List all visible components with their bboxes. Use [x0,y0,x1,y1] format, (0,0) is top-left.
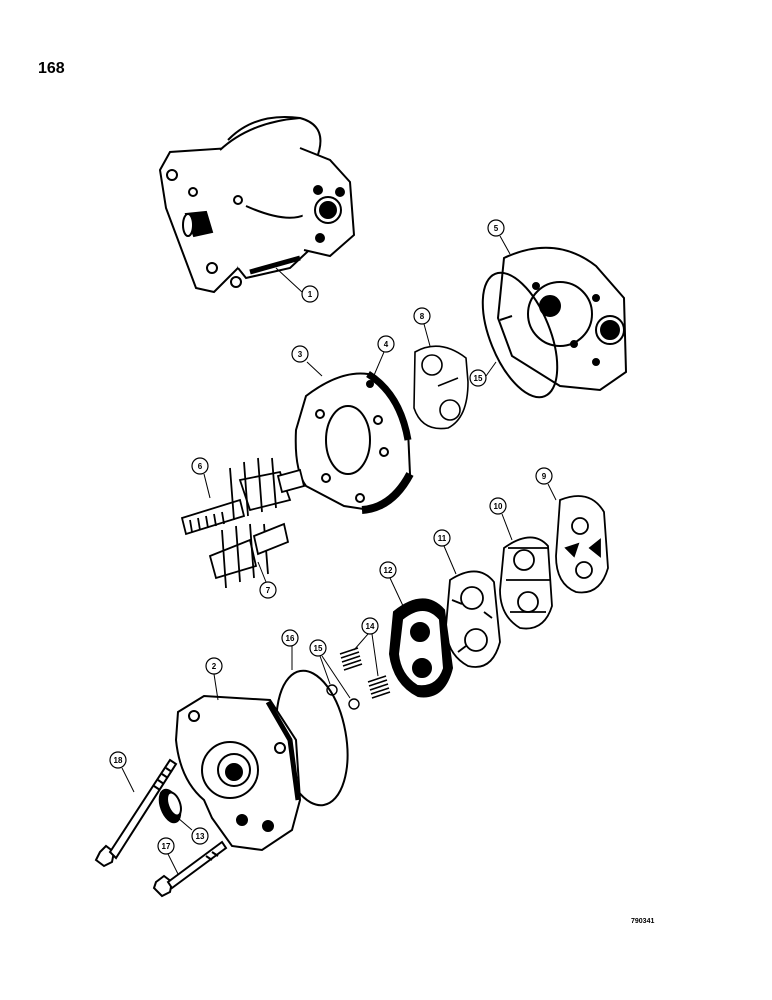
drive-gear-drawing [180,457,306,536]
callout-12-label: 12 [384,566,393,575]
callout-16: 16 [281,629,299,670]
callout-17-label: 17 [162,842,171,851]
black-seal-drawing [388,598,454,698]
page-number: 168 [38,60,65,77]
callout-3: 3 [291,345,323,377]
wear-plate-drawing [499,536,553,630]
callout-12: 12 [379,561,405,609]
callout-4: 4 [371,335,395,381]
callout-10: 10 [489,497,513,541]
callout-16-label: 16 [286,634,295,643]
gear-housing-drawing [294,371,414,514]
callout-6-label: 6 [198,462,203,471]
callout-9: 9 [535,467,557,501]
ball-lower [348,698,360,710]
front-cover-drawing [174,694,302,852]
callout-4-label: 4 [384,340,389,349]
callout-10-label: 10 [494,502,503,511]
callout-1-label: 1 [308,290,313,299]
callout-2: 2 [205,657,223,701]
callout-15-upper: 15 [469,361,497,387]
callout-2-label: 2 [212,662,217,671]
callout-7-label: 7 [266,586,271,595]
callout-15-lower: 15 [309,639,351,699]
callout-5: 5 [487,219,511,255]
callout-18-label: 18 [114,756,123,765]
callout-17: 17 [157,837,179,875]
callout-7: 7 [257,561,277,599]
callout-18: 18 [109,751,135,793]
springs-drawing [339,647,391,699]
callout-13-label: 13 [196,832,205,841]
callout-14-label: 14 [366,622,375,631]
callout-8-label: 8 [420,312,425,321]
shaft-seal-drawing [158,788,182,824]
rear-housing-drawing [496,246,628,392]
callout-14: 14 [353,617,379,677]
callout-1: 1 [275,267,319,303]
seal-plate-drawing [413,345,469,430]
callout-9-label: 9 [542,472,547,481]
callout-15-upper-label: 15 [474,374,483,383]
callout-11: 11 [433,529,457,575]
driven-gear-drawing [208,522,290,589]
assembled-pump-drawing [158,115,356,294]
figure-code: 790341 [631,918,655,925]
callout-15-lower-label: 15 [314,644,323,653]
callout-3-label: 3 [298,350,303,359]
callout-8: 8 [413,307,431,347]
long-bolt-upper-drawing [94,758,178,868]
callout-5-label: 5 [494,224,499,233]
thrust-plate-drawing [555,495,609,594]
gasket-drawing [445,570,501,668]
upper-o-ring [481,271,559,399]
callout-11-label: 11 [438,534,447,543]
callout-6: 6 [191,457,211,499]
callout-13: 13 [177,817,209,845]
long-bolt-lower-drawing [152,840,228,898]
